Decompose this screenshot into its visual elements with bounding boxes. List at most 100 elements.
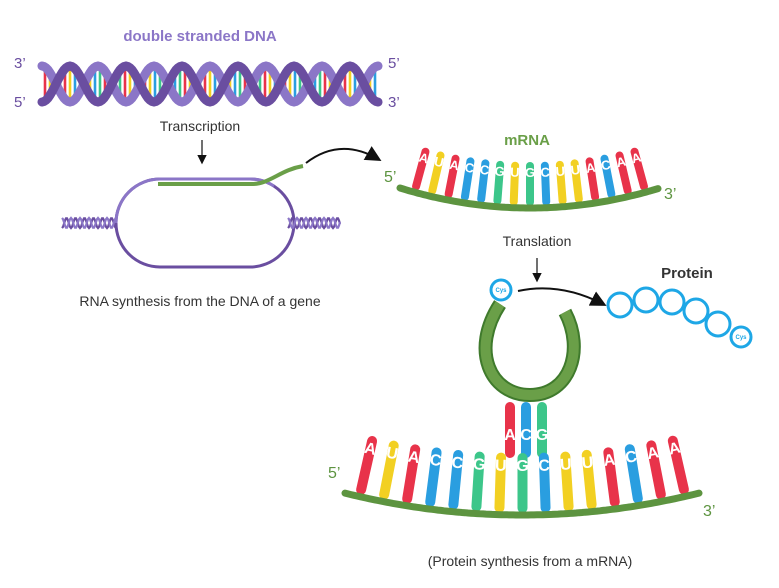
nucleotide: C [624,444,643,504]
anticodon-letter: G [536,427,548,444]
anticodon-base [505,402,515,458]
anticodon-letter: C [520,427,532,444]
nucleotide: C [538,452,551,513]
dna-left-top-end: 3’ [14,55,26,72]
nucleotide: G [471,451,486,512]
trna-body [480,301,579,401]
mrna-5prime-end: 5’ [384,169,396,186]
nucleotide-bar [570,159,583,204]
nucleotide-bar [603,447,620,507]
nucleotide-letter: A [407,448,422,467]
protein-chain: Cys [606,286,753,349]
nucleotide-bar [493,160,505,205]
nucleotide-letter: U [555,163,566,179]
nucleotide-letter: A [646,444,661,463]
mrna-backbone [396,184,662,212]
nucleotide: A [356,436,378,495]
translation-to-protein-arrow [517,287,607,306]
nucleotide: U [570,159,583,204]
nucleotide-letter: U [385,445,400,464]
flanking-dna-right [287,216,342,230]
anticodon-base [521,402,531,458]
gene-bubble-bottom-strand [114,177,296,269]
amino-acid [704,310,732,338]
nucleotide-bar [444,154,460,199]
nucleotide-letter: C [538,457,551,474]
nucleotide: A [603,447,620,507]
nucleotide-bar [517,453,528,513]
nucleotide: C [460,157,476,201]
nucleotide-letter: A [615,153,628,170]
nucleotide-letter: A [585,160,597,176]
nucleotide: U [560,451,574,512]
nucleotide: A [646,440,666,500]
nucleotide: U [494,452,507,513]
dna-backbone-strand [37,61,383,107]
nucleotide-letter: U [570,162,581,178]
nucleotide: C [540,161,551,206]
nucleotide-letter: U [581,454,594,472]
nucleotide-letter: A [630,149,644,166]
nucleotide-letter: G [494,163,505,179]
amino-acid [606,291,634,319]
dna-backbone-strand [37,61,383,107]
nucleotide-letter: C [429,452,443,470]
bottom-mrna-5prime-end: 5’ [328,465,340,482]
nucleotide-letter: G [516,458,528,475]
nucleotide-letter: C [540,165,551,180]
nucleotide-letter: G [472,456,486,474]
nucleotide-letter: U [495,457,507,474]
rna-synthesis-caption: RNA synthesis from the DNA of a gene [79,293,320,309]
nucleotide-bar [356,436,378,495]
nucleotide-letter: A [363,440,378,459]
gene-bubble-top-strand [114,177,275,224]
nucleotide: A [615,151,632,195]
nucleotide-bar [425,447,442,508]
nucleotide-letter: A [417,150,431,167]
transcription-label: Transcription [160,118,240,134]
nucleotide-bar [428,151,445,195]
nucleotide-bar [624,444,643,504]
nucleotide: U [379,440,400,500]
nucleotide-bar [615,151,632,195]
dna-double-helix [37,61,383,107]
nucleotide-bar [555,160,567,205]
nucleotide-bar [494,452,507,513]
nucleotide-letter: A [667,439,682,458]
nucleotide-letter: U [433,154,446,171]
nucleotide-bar [477,159,490,204]
amino-acid [658,288,686,316]
nucleotide-bar [526,162,534,206]
nucleotide-letter: A [603,452,617,470]
amino-acid-cys [729,325,753,349]
nucleotide-bar [471,451,485,512]
nucleotide: G [525,162,535,206]
mrna-title: mRNA [504,132,550,149]
flanking-dna-left [61,216,117,230]
nucleotide-letter: C [479,162,491,178]
nucleotide: A [412,147,431,191]
nucleotide: A [630,147,648,191]
nucleotide: A [402,444,422,504]
nucleotide-letter: U [510,165,520,180]
nucleotide: U [555,160,567,205]
nucleotide: A [667,435,689,495]
nucleotide-letter: C [451,454,465,472]
nucleotide: U [428,151,446,195]
nucleotide-bar [402,444,421,504]
nucleotide: G [493,160,505,205]
nucleotide: G [516,453,529,513]
nucleotide: C [477,159,491,204]
nucleotide: C [600,154,616,199]
nucleotide-letter: C [624,448,639,467]
nucleotide-letter: C [600,157,613,174]
nucleotide: U [581,449,597,510]
nucleotide-letter: G [525,165,535,180]
trna-cys-label: Cys [495,288,507,294]
flanking-strand [61,216,117,229]
flanking-strand [287,216,342,229]
